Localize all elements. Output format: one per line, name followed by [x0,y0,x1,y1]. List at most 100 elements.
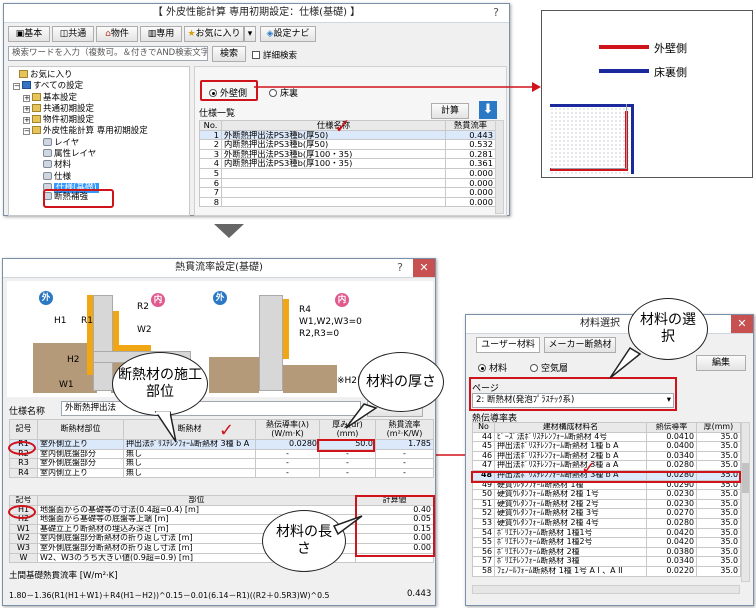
tab-maker-insulation[interactable]: メーカー断熱材 [544,337,616,353]
radio-floor[interactable]: 床裏 [269,86,298,99]
toolbar-property-button[interactable]: ⌂物件 [96,26,138,42]
expand-icon[interactable]: + [23,93,30,102]
legend-floor-swatch [599,69,649,73]
setting-icon [43,171,52,180]
help-button[interactable]: ? [493,6,499,19]
tree-item-layer[interactable]: レイヤ [13,137,148,149]
callout-tail [609,346,642,379]
callout-tail [345,403,378,429]
page-label: ページ [472,384,499,394]
expand-icon[interactable]: + [23,104,30,113]
radio-outer-wall[interactable]: 外壁側 [209,86,247,99]
folder-icon [19,70,28,78]
folder-icon [22,81,31,90]
toolbar-dedicated-button[interactable]: ▥専用 [140,26,182,42]
tree-item-attribute-layer[interactable]: 属性レイヤ [13,149,148,160]
material-select-window: 材料選択 ✕ ユーザー材料 メーカー断熱材 編集 材料 空気層 ページ 2: 断… [465,314,754,606]
tree-item-basic-settings[interactable]: +基本設定 [23,92,78,103]
favorites-dropdown-button[interactable]: ▾ [244,26,256,42]
close-button[interactable]: ✕ [731,315,753,333]
search-input[interactable]: 検索ワードを入力（複数可。＆付きでAND検索文字） [8,46,208,61]
u-formula: 1.80－1.36(R1(H1＋W1)＋R4(H1－H2))^0.15－0.01… [9,591,330,600]
detail-search-checkbox[interactable]: 詳細検索 [252,49,297,61]
page-select[interactable]: 2: 断熱材(発泡ﾌﾟﾗｽﾁｯｸ系)▾ [472,393,674,408]
check-mark-icon: ✓ [219,420,235,441]
settings-window: 【 外皮性能計算 専用初期設定：仕様(基礎) 】 ? ▣基本 ◫共通 ⌂物件 ▥… [3,3,510,216]
scroll-thumb[interactable] [742,463,749,493]
toolbar-common-button[interactable]: ◫共通 [52,26,94,42]
close-button[interactable]: ✕ [413,259,435,277]
col-conductivity: 熱伝導率 [646,422,697,433]
callout-thickness: 材料の厚さ [358,352,444,412]
toolbar-setting-navi-button[interactable]: ◈設定ナビ [260,26,316,42]
search-button[interactable]: 検索 [212,46,246,62]
radio-material[interactable]: 材料 [478,361,507,374]
edit-button[interactable]: 編集 [696,355,746,371]
label-w1: W1 [59,380,74,390]
tree-item-all-settings[interactable]: −すべての設定 [13,81,84,92]
help-button[interactable]: ? [397,261,403,274]
checkbox-icon [252,51,260,59]
tree-item-envelope-settings[interactable]: −外皮性能計算 専用初期設定 [23,126,148,137]
toolbar-basic-button[interactable]: ▣基本 [8,26,50,42]
table-scrollbar[interactable] [741,422,750,582]
spec-name-label: 仕様名称 [9,407,46,417]
tree-item-material[interactable]: 材料 [13,160,148,171]
expand-icon[interactable]: + [23,116,30,125]
arrow-down-icon[interactable]: ⬇ [479,101,497,119]
col-calc-value: 計算値 [355,495,434,506]
tab-user-material[interactable]: ユーザー材料 [476,337,540,353]
spec-name-field[interactable]: 外断熱押出法 [61,401,361,416]
radio-air-layer[interactable]: 空気層 [530,361,568,374]
horizontal-scrollbar[interactable] [472,585,740,594]
callout-material-select: 材料の選択 [628,298,708,360]
tree-item-spec[interactable]: 仕様 [13,171,148,183]
foundation-plan-preview [550,104,634,174]
close-icon: ✕ [419,261,429,274]
tree-item-favorites[interactable]: お気に入り [13,70,148,81]
collapse-icon[interactable]: − [13,82,20,91]
settings-tree-panel: お気に入り −すべての設定 +基本設定 +共通初期設定 +物件初期設定 −外皮性… [8,66,190,216]
settings-window-title: 【 外皮性能計算 専用初期設定：仕様(基礎) 】 [4,4,509,23]
setting-icon [43,160,52,169]
collapse-icon[interactable]: − [23,127,30,136]
toolbar-favorites-button[interactable]: ★お気に入り [184,26,244,42]
settings-tree: お気に入り −すべての設定 +基本設定 +共通初期設定 +物件初期設定 −外皮性… [13,70,148,204]
tree-item-property-settings[interactable]: +物件初期設定 [23,115,95,126]
chevron-down-icon: ▾ [247,29,253,39]
table-scrollbar[interactable] [495,120,504,214]
calc-button[interactable]: 計算 [431,103,469,119]
col-part: 部位 [37,495,356,506]
tree-item-common-settings[interactable]: +共通初期設定 [23,103,95,114]
material-select-title: 材料選択 [466,315,753,334]
basic-icon: ▣ [15,29,25,39]
